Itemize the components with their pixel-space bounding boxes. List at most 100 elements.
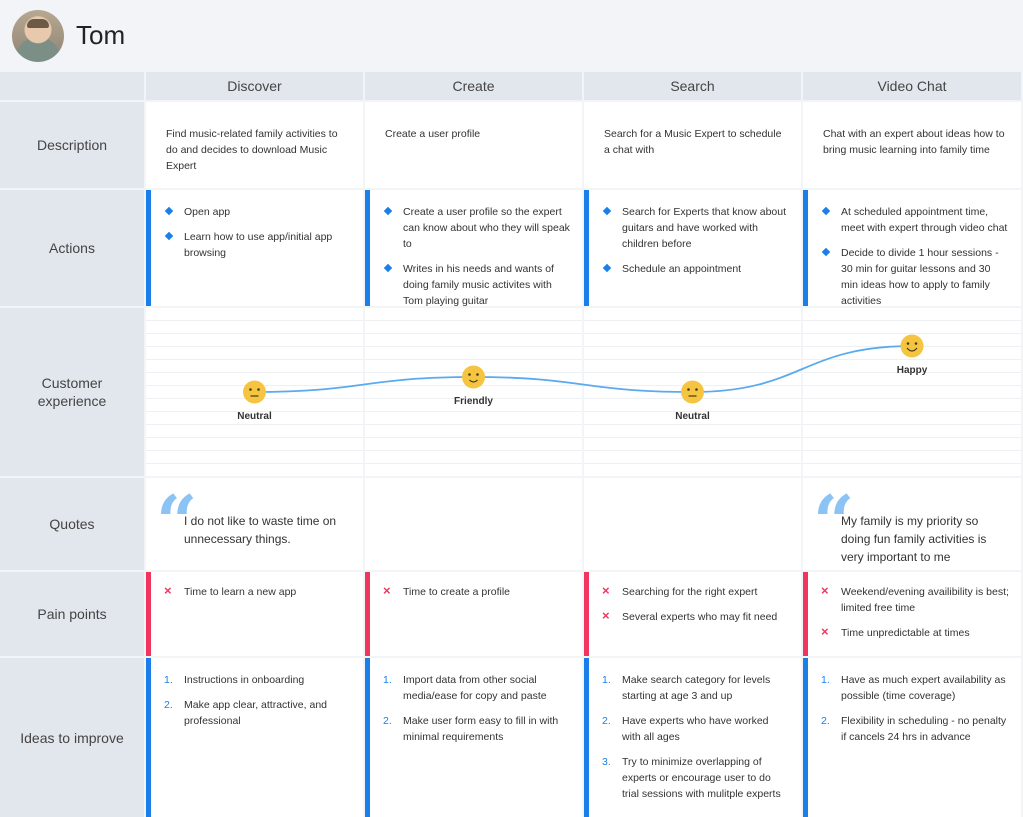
row-header-label: Customer experience <box>37 375 107 409</box>
list-item: 2.Make app clear, attractive, and profes… <box>164 697 351 729</box>
bullet-diamond-icon <box>383 263 393 273</box>
row-header-label: Ideas to improve <box>20 729 124 746</box>
list-item-text: Import data from other social media/ease… <box>403 674 547 702</box>
bullet-diamond-icon <box>164 206 174 216</box>
persona-header: Tom <box>0 0 1023 72</box>
x-icon: × <box>383 583 391 598</box>
ideas-list: 1. Instructions in onboarding 2.Make app c… <box>164 672 351 738</box>
quote-mark-icon: “ <box>813 479 855 564</box>
list-item: ×Searching for the right expert <box>602 583 789 600</box>
x-icon: × <box>164 583 172 598</box>
list-item-text: Learn how to use app/initial app browsin… <box>184 231 333 259</box>
row-header-ideas: Ideas to improve <box>0 658 144 817</box>
quote-cell: “I do not like to waste time on unnecess… <box>146 478 363 570</box>
list-item: 2.Have experts who have worked with all … <box>602 713 789 745</box>
row-header-label: Quotes <box>49 516 95 532</box>
description-cell: Find music-related family activities to … <box>146 102 363 188</box>
emotion-label: Neutral <box>675 411 710 422</box>
row-header-label: Pain points <box>37 606 107 622</box>
list-item-text: Make user form easy to fill in with mini… <box>403 715 559 743</box>
emotion-neutral-icon <box>243 380 266 404</box>
list-item-text: Weekend/evening availibility is best; li… <box>841 586 1009 614</box>
list-item: Schedule an appointment <box>602 261 789 277</box>
row-header-quotes: Quotes <box>0 478 144 570</box>
blue-accent-bar <box>584 190 589 306</box>
list-item: 3.Try to minimize overlapping of experts… <box>602 754 789 802</box>
quote-text: I do not like to waste time on unnecessa… <box>184 514 337 546</box>
list-item-text: Flexibility in scheduling - no penalty i… <box>841 715 1007 743</box>
pain-points-cell: ×Searching for the right expert×Several … <box>584 572 801 656</box>
list-item: 2.Make user form easy to fill in with mi… <box>383 713 570 745</box>
list-item: Search for Experts that know about guita… <box>602 204 789 252</box>
description-text: Find music-related family activities to … <box>166 128 338 172</box>
stage-header: Discover <box>146 72 363 100</box>
row-header-experience: Customer experience <box>0 308 144 476</box>
experience-curve <box>254 345 913 393</box>
list-item: 1. Have as much expert availability as po… <box>821 672 1009 704</box>
ideas-cell: 1. Have as much expert availability as po… <box>803 658 1021 817</box>
list-item: 1.Import data from other social media/ea… <box>383 672 570 704</box>
emotion-label: Happy <box>897 365 928 376</box>
row-header-actions: Actions <box>0 190 144 306</box>
blue-accent-bar <box>146 658 151 817</box>
list-item-text: Open app <box>184 206 231 218</box>
list-item-text: Writes in his needs and wants of doing f… <box>403 263 554 307</box>
list-item: At scheduled appointment time, meet with… <box>821 204 1009 236</box>
blue-accent-bar <box>365 658 370 817</box>
list-item-text: Instructions in onboarding <box>184 674 305 686</box>
actions-cell: Create a user profile so the expert can … <box>365 190 582 307</box>
list-item: × Time to create a profile <box>383 583 570 600</box>
list-item-text: Time to learn a new app <box>184 586 297 598</box>
list-item: 1. Make search category for levels starti… <box>602 672 789 704</box>
pink-accent-bar <box>584 572 589 656</box>
pain-points-list: ×Searching for the right expert×Several … <box>602 583 789 634</box>
bullet-diamond-icon <box>821 247 831 257</box>
experience-cell <box>803 308 1021 476</box>
item-number: 1. <box>821 674 830 686</box>
actions-list: At scheduled appointment time, meet with… <box>821 204 1009 318</box>
list-item-text: At scheduled appointment time, meet with… <box>841 206 1008 234</box>
persona-name: Tom <box>76 20 126 50</box>
item-number: 2. <box>164 699 173 711</box>
list-item-text: Several experts who may fit need <box>622 611 778 623</box>
list-item-text: Make search category for levels starting… <box>622 674 771 702</box>
list-item-text: Search for Experts that know about guita… <box>622 206 787 250</box>
description-text: Search for a Music Expert to schedule a … <box>604 128 782 156</box>
item-number: 2. <box>821 715 830 727</box>
row-header-label: Actions <box>49 240 95 256</box>
ideas-list: 1. Make search category for levels starti… <box>602 672 789 811</box>
blue-accent-bar <box>365 190 370 306</box>
actions-cell: Search for Experts that know about guita… <box>584 190 801 306</box>
emotion-happy-icon <box>900 334 924 358</box>
list-item: Open app <box>164 204 351 220</box>
x-icon: × <box>821 583 829 598</box>
list-item: Learn how to use app/initial app browsin… <box>164 229 351 261</box>
pain-points-list: × Weekend/evening availibility is best; l… <box>821 583 1009 650</box>
blue-accent-bar <box>803 190 808 306</box>
bullet-diamond-icon <box>821 206 831 216</box>
description-text: Chat with an expert about ideas how to b… <box>823 128 1005 156</box>
item-number: 1. <box>164 674 173 686</box>
quote-cell: “My family is my priority so doing fun f… <box>803 478 1021 570</box>
row-header-description: Description <box>0 102 144 188</box>
list-item: Decide to divide 1 hour sessions - 30 mi… <box>821 245 1009 309</box>
stage-header: Video Chat <box>803 72 1021 100</box>
pink-accent-bar <box>803 572 808 656</box>
experience-cell <box>146 308 363 476</box>
row-header-pain-points: Pain points <box>0 572 144 656</box>
list-item-text: Schedule an appointment <box>622 263 742 275</box>
description-text: Create a user profile <box>385 128 481 140</box>
list-item: Create a user profile so the expert can … <box>383 204 570 252</box>
pain-points-list: × Time to learn a new app <box>164 583 351 609</box>
quote-cell <box>365 478 582 570</box>
list-item-text: Create a user profile so the expert can … <box>403 206 570 250</box>
item-number: 1. <box>602 674 611 686</box>
pink-accent-bar <box>146 572 151 656</box>
list-item-text: Time to create a profile <box>403 586 510 598</box>
list-item-text: Have as much expert availability as poss… <box>841 674 1006 702</box>
blue-accent-bar <box>584 658 589 817</box>
